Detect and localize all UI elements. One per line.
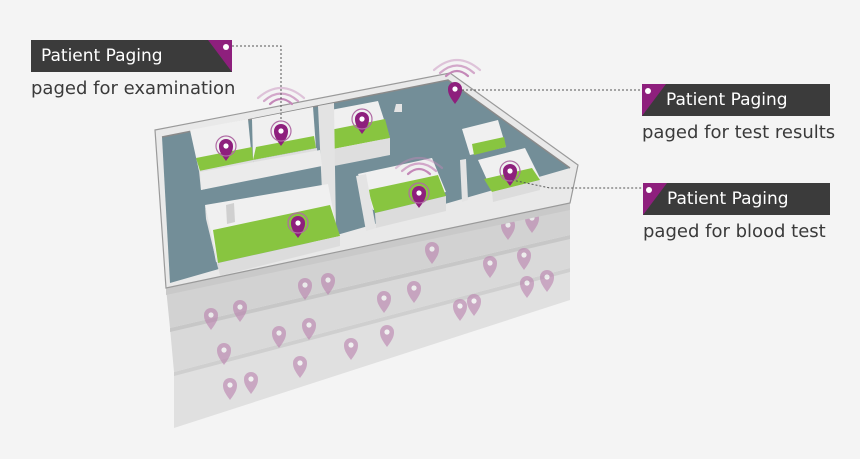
callout-subtitle: paged for test results bbox=[642, 122, 836, 143]
top-floor bbox=[154, 58, 579, 295]
room-test-f bbox=[462, 120, 506, 155]
callout-examination: Patient Paging paged for examination bbox=[31, 40, 235, 99]
callout-blood-test: Patient Paging paged for blood test bbox=[643, 183, 830, 242]
corner-dot-icon bbox=[223, 44, 229, 50]
callout-subtitle: paged for examination bbox=[31, 78, 236, 99]
callout-title: Patient Paging bbox=[666, 90, 788, 110]
corner-dot-icon bbox=[646, 187, 652, 193]
callout-connectors bbox=[228, 45, 643, 189]
signal-waves-icon bbox=[432, 58, 482, 78]
callout-subtitle: paged for blood test bbox=[643, 221, 826, 242]
corner-dot-icon bbox=[645, 88, 651, 94]
callout-tag: Patient Paging bbox=[642, 84, 830, 116]
callout-test-results: Patient Paging paged for test results bbox=[642, 84, 835, 143]
room-exam-d bbox=[205, 184, 340, 276]
floor-layer-2 bbox=[170, 235, 570, 372]
callout-title: Patient Paging bbox=[667, 189, 789, 209]
callout-tag: Patient Paging bbox=[643, 183, 830, 215]
callout-title: Patient Paging bbox=[41, 46, 163, 66]
callout-tag: Patient Paging bbox=[31, 40, 232, 72]
